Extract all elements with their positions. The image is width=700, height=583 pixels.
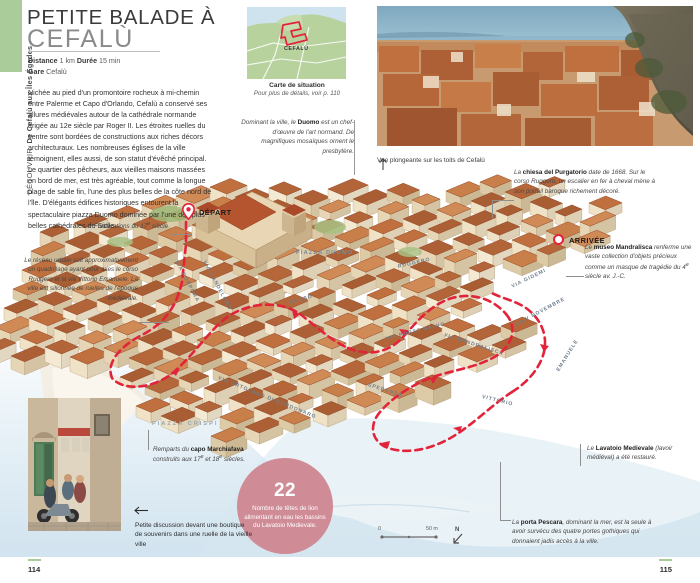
stat-text: Nombre de têtes de lion alimentant en ea… <box>244 504 326 530</box>
station-value: Cefalù <box>46 68 67 77</box>
annotation-reseau-urbain-leader <box>139 322 169 323</box>
annotation-duomo: Dominant la ville, le Duomo est un chef-… <box>241 119 354 155</box>
distance-value: 1 km <box>59 57 75 65</box>
annotation-lavatoio-leader <box>580 444 581 466</box>
stat-number: 22 <box>274 479 296 501</box>
title-divider <box>28 51 160 52</box>
scale-zero-label: 0 <box>378 526 381 532</box>
intro-paragraph: Nichée au pied d'un promontoire rocheux … <box>28 89 212 230</box>
map-scale-bar <box>380 535 438 539</box>
compass-north-icon: N <box>453 527 463 544</box>
annotation-fortifications-leader <box>169 234 192 235</box>
arrow-up-icon <box>379 157 387 170</box>
annotation-porta-pescara: La porta Pescara, dominant la mer, est l… <box>512 519 652 545</box>
annotation-purgatorio: La chiesa del Purgatorio date de 1668. S… <box>514 169 656 195</box>
situation-map-city-label: CEFALÙ <box>284 45 309 52</box>
duomo-building <box>195 191 313 269</box>
annotation-porta-pescara-leader <box>500 462 501 520</box>
annotation-mandralisca: Le museo Mandralisca renferme une vaste … <box>585 244 692 281</box>
svg-text:N: N <box>455 527 459 533</box>
distance-label: Distance <box>28 57 58 65</box>
page-number-left: 114 <box>28 565 41 574</box>
scale-max-label: 50 m <box>426 526 438 532</box>
arrivee-label: ARRIVÉE <box>569 236 606 245</box>
arrow-left-icon <box>134 506 148 515</box>
folio-rule-right <box>659 559 672 561</box>
situation-map: CEFALÙ <box>247 7 346 79</box>
station-label: Gare <box>28 68 45 77</box>
annotation-reseau-urbain: Le réseau urbain suit approximativement … <box>24 257 138 302</box>
situation-map-caption: Carte de situation <box>269 82 325 89</box>
annotation-purgatorio-leader2 <box>492 200 493 218</box>
photo-souvenir-shop <box>28 398 121 531</box>
annotation-fortifications: Fortifications du 17e siècle <box>94 221 168 231</box>
photo-cefalu-rooftops <box>377 6 693 146</box>
situation-map-subcaption: Pour plus de détails, voir p. 110 <box>253 90 341 97</box>
place-label-piazza-crispi: PIAZZA CRISPI <box>152 421 219 427</box>
photo-bottom-left-caption: Petite discussion devant une boutique de… <box>135 522 253 548</box>
annotation-duomo-leader <box>354 120 355 175</box>
annotation-mandralisca-leader <box>566 276 584 277</box>
spine-color-bar <box>0 0 22 72</box>
annotation-lavatoio: Le Lavatoio Medievale (lavoir médiéval) … <box>587 445 673 462</box>
photo-top-caption: Vue plongeante sur les toits de Cefalù <box>377 157 485 164</box>
page-title-line2: CEFALÙ <box>27 25 134 53</box>
annotation-remparts-leader <box>148 430 149 450</box>
duration-value: 15 min <box>99 57 121 65</box>
depart-pin-icon <box>182 203 195 220</box>
trip-meta: Distance 1 km Durée 15 min Gare Cefalù <box>28 56 208 79</box>
page-number-right: 115 <box>659 565 672 574</box>
page-title-line1: PETITE BALADE À <box>27 6 216 29</box>
annotation-remparts: Remparts du capo Marchiafava construits … <box>153 446 245 464</box>
stat-badge: 22 Nombre de têtes de lion alimentant en… <box>237 458 333 554</box>
duration-label: Durée <box>76 57 98 65</box>
depart-label: DÉPART <box>199 208 232 217</box>
annotation-porta-pescara-leader2 <box>500 520 511 521</box>
annotation-purgatorio-leader <box>492 200 514 201</box>
place-label-piazza-duomo: PIAZZA DUOMO <box>296 250 354 256</box>
folio-rule-left <box>28 559 41 561</box>
arrivee-dot-icon <box>553 234 564 245</box>
